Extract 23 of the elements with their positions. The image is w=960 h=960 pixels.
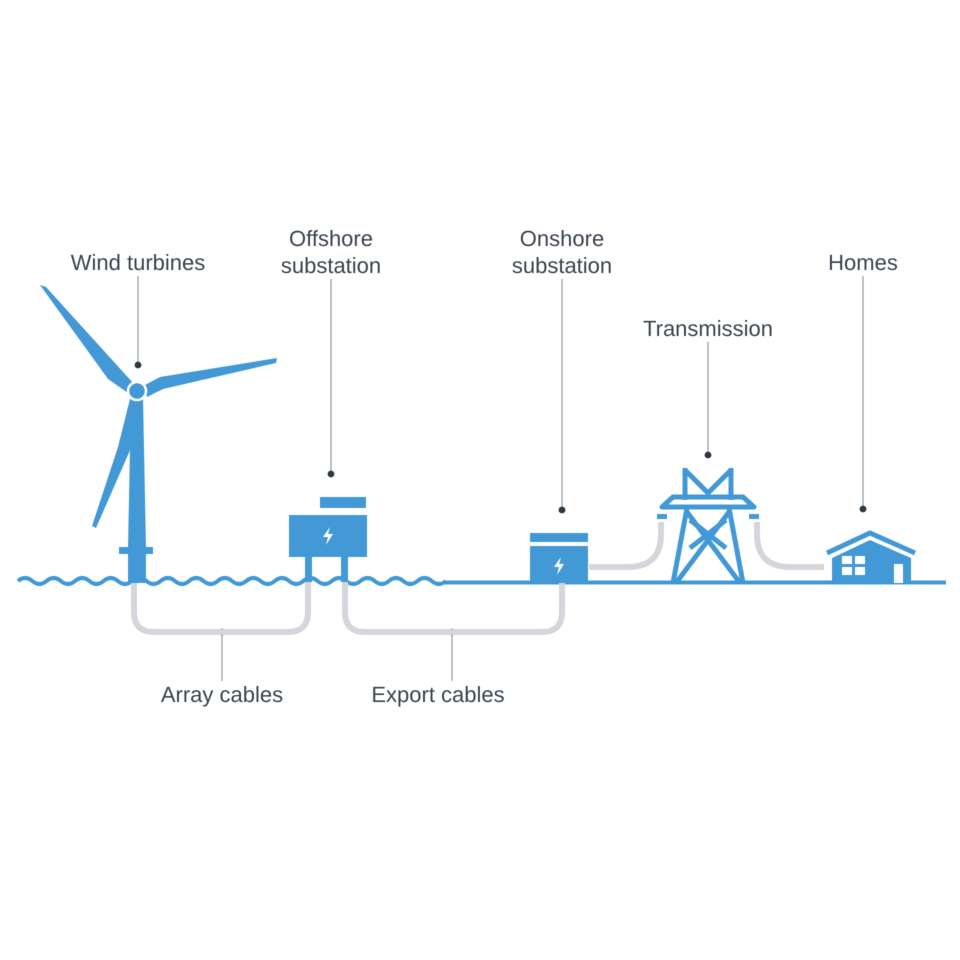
onshore-substation-drawing (529, 532, 589, 583)
cable (342, 582, 565, 635)
offshore-substation-drawing (288, 496, 368, 582)
component-label: Onshore substation (512, 225, 612, 279)
cable-label: Array cables (160, 681, 284, 708)
component-label: Homes (828, 249, 898, 276)
cable (131, 582, 311, 635)
leader-line (704, 342, 712, 458)
transmission-tower-drawing (655, 466, 761, 583)
house-drawing (824, 528, 918, 583)
leader-line (558, 279, 566, 514)
component-label: Wind turbines (70, 249, 206, 276)
component-label: Offshore substation (280, 225, 382, 279)
wind-turbine-drawing (38, 283, 280, 583)
leader-line (218, 628, 226, 681)
cable (754, 522, 824, 570)
leader-line (448, 628, 456, 681)
leader-line (328, 279, 334, 478)
component-label: Transmission (643, 315, 773, 342)
leader-line (860, 276, 866, 512)
cable-label: Export cables (371, 681, 505, 708)
leader-line (134, 276, 142, 368)
cable (589, 522, 664, 570)
